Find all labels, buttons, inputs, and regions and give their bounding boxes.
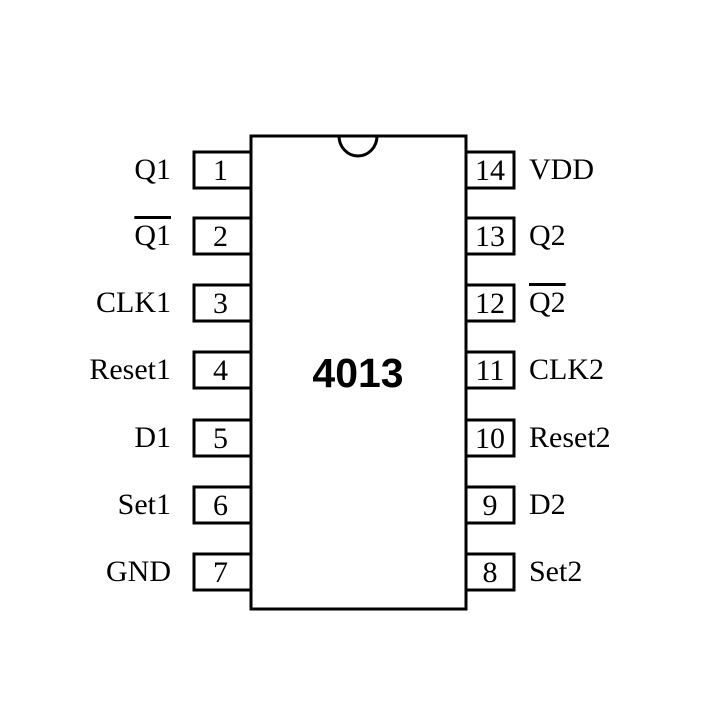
pin-number: 6 [213, 489, 228, 522]
pin-box [192, 216, 253, 256]
pin-box [192, 150, 253, 190]
pin-box [192, 485, 253, 525]
pin-box [464, 283, 516, 323]
pin-label: Q1 [134, 219, 171, 252]
pin-box [464, 552, 516, 592]
pin-number: 5 [213, 422, 228, 455]
pin-4: 4 Reset1 [89, 350, 253, 390]
pin-number: 14 [475, 154, 505, 187]
pin-number: 11 [476, 354, 505, 387]
pin-box [192, 418, 253, 458]
pin-13: 13 Q2 [464, 216, 566, 256]
pin-box [464, 216, 516, 256]
pin-box [192, 283, 253, 323]
pin-label: D1 [134, 421, 171, 454]
pin-3: 3 CLK1 [96, 283, 253, 323]
pin-label: Q1 [134, 153, 171, 186]
pin-label: Q2 [529, 286, 566, 319]
pin-box [464, 485, 516, 525]
pin-label: GND [106, 555, 171, 588]
pin-box [464, 418, 516, 458]
part-number-label: 4013 [312, 350, 403, 396]
pin-number: 9 [483, 489, 498, 522]
pin-6: 6 Set1 [118, 485, 253, 525]
pin-number: 12 [475, 287, 505, 320]
pin-number: 7 [213, 556, 228, 589]
pin-label: Reset2 [529, 421, 611, 454]
pin-box [192, 552, 253, 592]
pin-14: 14 VDD [464, 150, 594, 190]
pin-box [464, 350, 516, 390]
pin-10: 10 Reset2 [464, 418, 611, 458]
ic-package: 4013 [249, 134, 468, 611]
pin-box [192, 350, 253, 390]
pin-number: 3 [213, 287, 228, 320]
pin-label: CLK1 [96, 286, 171, 319]
pin-number: 10 [475, 422, 505, 455]
pin-5: 5 D1 [134, 418, 253, 458]
pin-label: Q2 [529, 219, 566, 252]
pin-label: CLK2 [529, 353, 604, 386]
pin-8: 8 Set2 [464, 552, 582, 592]
pin-label: Set2 [529, 555, 582, 588]
pin-9: 9 D2 [464, 485, 566, 525]
pin-2: 2 Q1 [134, 216, 253, 256]
pin-label: Set1 [118, 488, 171, 521]
orientation-notch [337, 135, 379, 158]
pin-1: 1 Q1 [134, 150, 253, 190]
pin-number: 1 [213, 154, 228, 187]
pin-11: 11 CLK2 [464, 350, 604, 390]
pin-number: 13 [475, 220, 505, 253]
pin-box [464, 150, 516, 190]
pin-7: 7 GND [106, 552, 253, 592]
pin-label: Reset1 [89, 353, 171, 386]
pin-number: 8 [483, 556, 498, 589]
pin-number: 4 [213, 354, 228, 387]
pin-label: VDD [529, 153, 594, 186]
pin-label: D2 [529, 488, 566, 521]
pin-number: 2 [213, 220, 228, 253]
pin-12: 12 Q2 [464, 283, 566, 323]
